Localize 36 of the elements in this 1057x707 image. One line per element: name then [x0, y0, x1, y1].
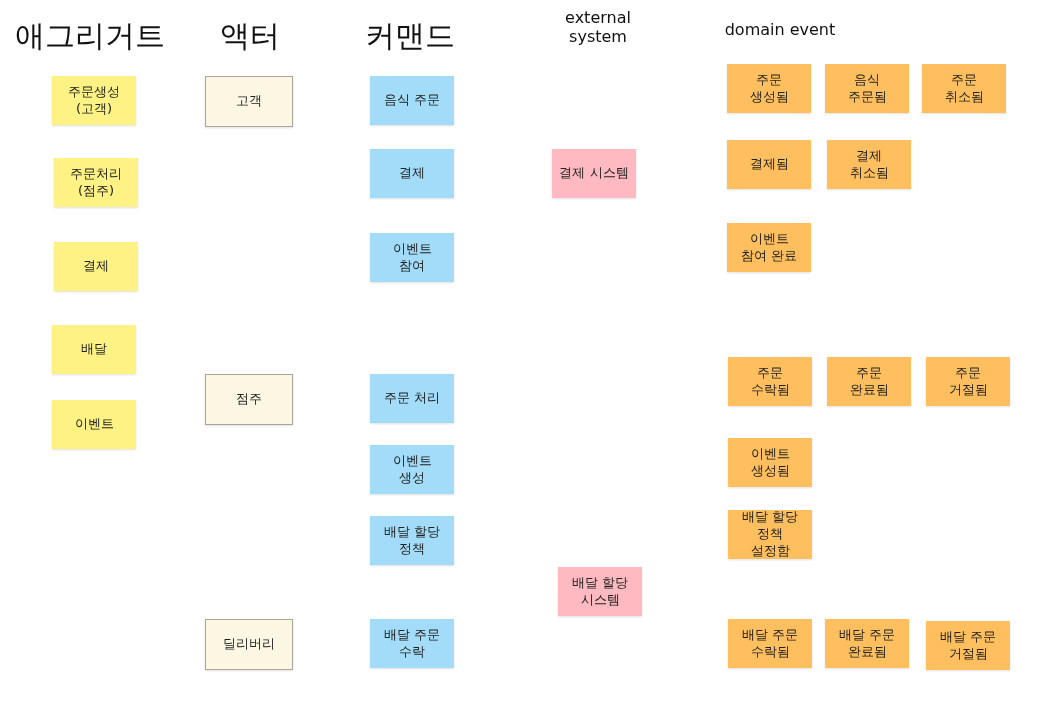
aggregate-sticky-note: 주문생성 (고객) [52, 76, 136, 125]
column-heading: 액터 [219, 18, 281, 54]
domain-event-sticky-note: 주문 수락됨 [728, 357, 812, 406]
domain-event-sticky-note: 배달 주문 수락됨 [728, 619, 812, 668]
command-sticky-note: 이벤트 생성 [370, 445, 454, 494]
aggregate-sticky-note: 주문처리 (점주) [54, 158, 138, 207]
external-system-sticky-note: 배달 할당 시스템 [558, 567, 642, 616]
aggregate-sticky-note: 배달 [52, 325, 136, 374]
command-sticky-note: 배달 할당 정책 [370, 516, 454, 565]
command-sticky-note: 음식 주문 [370, 76, 454, 125]
external-system-sticky-note: 결제 시스템 [552, 149, 636, 198]
aggregate-sticky-note: 이벤트 [52, 400, 136, 449]
command-sticky-note: 주문 처리 [370, 374, 454, 423]
domain-event-sticky-note: 배달 주문 거절됨 [926, 621, 1010, 670]
domain-event-sticky-note: 배달 주문 완료됨 [825, 619, 909, 668]
actor-sticky-note: 딜리버리 [205, 619, 293, 670]
domain-event-sticky-note: 이벤트 참여 완료 [727, 223, 811, 272]
command-sticky-note: 이벤트 참여 [370, 233, 454, 282]
column-heading: domain event [723, 20, 837, 40]
actor-sticky-note: 고객 [205, 76, 293, 127]
domain-event-sticky-note: 음식 주문됨 [825, 64, 909, 113]
command-sticky-note: 배달 주문 수락 [370, 619, 454, 668]
domain-event-sticky-note: 배달 할당 정책 설정함 [728, 510, 812, 559]
column-heading: 커맨드 [364, 18, 456, 54]
column-heading: external system [564, 8, 632, 47]
aggregate-sticky-note: 결제 [54, 242, 138, 291]
domain-event-sticky-note: 주문 거절됨 [926, 357, 1010, 406]
domain-event-sticky-note: 결제 취소됨 [827, 140, 911, 189]
domain-event-sticky-note: 주문 취소됨 [922, 64, 1006, 113]
domain-event-sticky-note: 결제됨 [727, 140, 811, 189]
domain-event-sticky-note: 주문 생성됨 [727, 64, 811, 113]
command-sticky-note: 결제 [370, 149, 454, 198]
column-heading: 애그리거트 [14, 18, 166, 54]
actor-sticky-note: 점주 [205, 374, 293, 425]
domain-event-sticky-note: 이벤트 생성됨 [728, 438, 812, 487]
domain-event-sticky-note: 주문 완료됨 [827, 357, 911, 406]
